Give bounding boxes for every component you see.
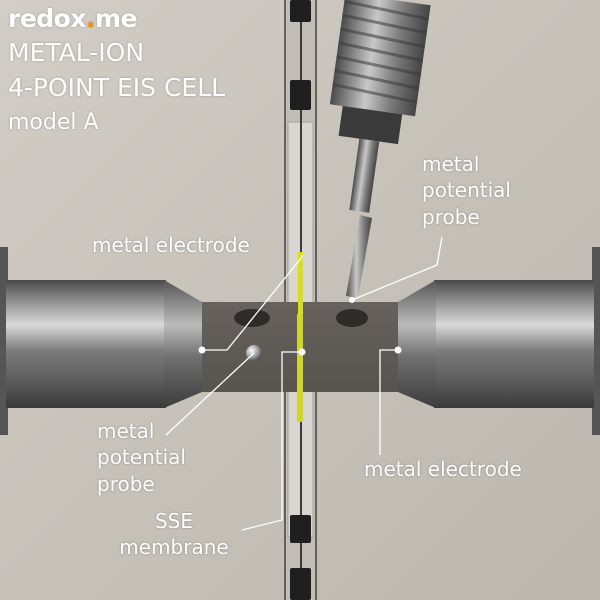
label-potential-probe-top: metal potential probe xyxy=(422,151,511,230)
label-sse-membrane-line2: membrane xyxy=(119,535,229,560)
left-electrode xyxy=(0,247,202,435)
sse-membrane xyxy=(297,252,303,422)
label-potential-probe-bottom-line2: potential xyxy=(97,445,186,470)
label-potential-probe-top-line3: probe xyxy=(422,204,480,229)
label-potential-probe-bottom-line3: probe xyxy=(97,471,155,496)
title-line-3: model A xyxy=(8,110,99,135)
label-potential-probe-bottom: metal potential probe xyxy=(97,418,186,497)
brand-logo: redox.me xyxy=(8,4,138,33)
leader-lines xyxy=(165,236,443,531)
leader-probe-bottom xyxy=(165,352,255,436)
label-sse-membrane-line1: SSE xyxy=(154,509,194,533)
label-metal-electrode-top: metal electrode xyxy=(92,233,250,257)
label-sse-membrane: SSE membrane xyxy=(108,508,240,561)
brand-name: redox.me xyxy=(8,4,138,33)
label-potential-probe-top-line1: metal xyxy=(422,152,480,176)
leader-metal-electrode-top xyxy=(202,255,303,351)
threaded-probe xyxy=(329,0,431,298)
label-metal-electrode-bottom: metal electrode xyxy=(364,457,522,481)
leader-dots xyxy=(198,297,402,356)
leader-metal-electrode-bottom xyxy=(379,349,398,455)
title-line-1: METAL-ION xyxy=(8,38,145,67)
title-line-2: 4-POINT EIS CELL xyxy=(8,73,226,102)
leader-probe-top xyxy=(351,236,443,301)
leader-membrane xyxy=(241,351,302,531)
label-potential-probe-bottom-line1: metal xyxy=(97,419,155,443)
label-potential-probe-top-line2: potential xyxy=(422,178,511,203)
brand-accent-dot: . xyxy=(85,4,96,33)
right-electrode xyxy=(398,247,600,435)
